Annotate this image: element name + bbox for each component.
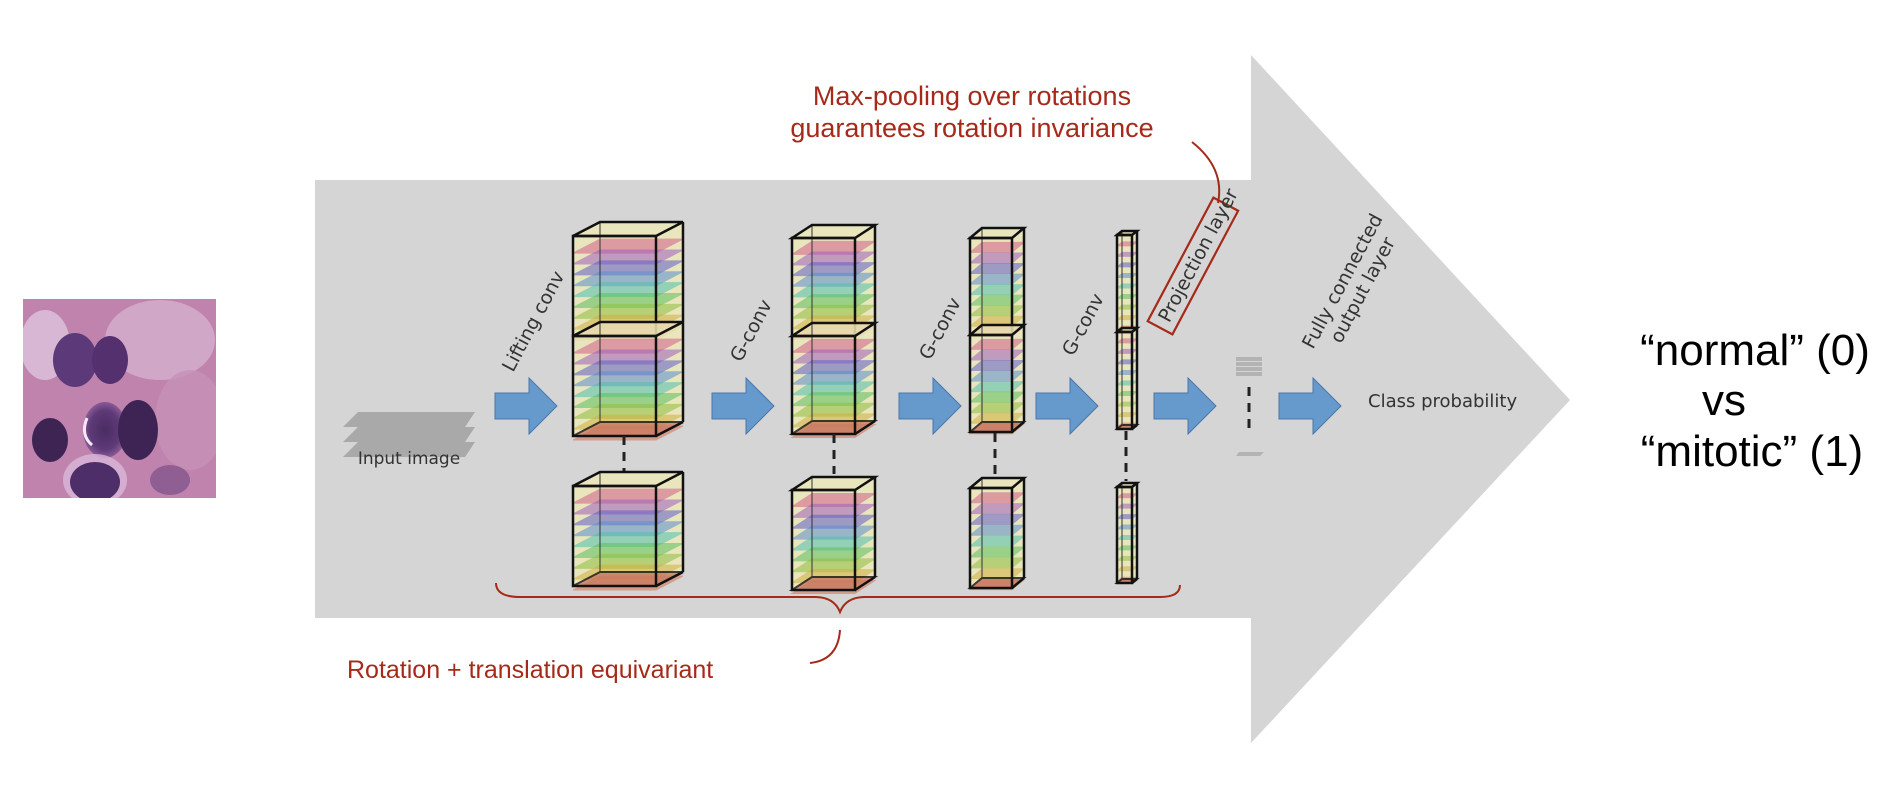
flow-arrow-icon <box>1035 376 1099 436</box>
input-image-stack-icon <box>343 412 475 457</box>
class-mitotic-label: “mitotic” (1) <box>1641 427 1863 476</box>
feature-tensor-gconv2-bottom <box>966 476 1028 591</box>
flow-arrow-icon <box>711 376 775 436</box>
flow-arrow-icon <box>1278 376 1342 436</box>
feature-tensor-lifting-top <box>571 220 685 341</box>
feature-tensor-gconv1-bottom <box>787 475 880 594</box>
equivariance-annotation: Rotation + translation equivariant <box>347 656 713 684</box>
maxpool-callout-line <box>1191 141 1221 204</box>
input-image-label: Input image <box>358 449 460 469</box>
pooled-features-icon <box>1236 357 1264 456</box>
feature-tensor-gconv2-top <box>966 226 1028 338</box>
flow-arrow-icon <box>494 376 558 436</box>
feature-tensor-lifting-bottom <box>571 470 685 591</box>
class-probability-label: Class probability <box>1368 391 1517 412</box>
feature-tensor-gconv2-mid <box>966 323 1028 435</box>
feature-tensor-gconv3-top <box>1113 229 1141 334</box>
class-vs-label: vs <box>1702 376 1746 425</box>
flow-arrow-icon <box>898 376 962 436</box>
equivariance-brace <box>495 582 1181 615</box>
class-normal-label: “normal” (0) <box>1640 326 1870 375</box>
flow-arrow-icon <box>1153 376 1217 436</box>
equivariance-callout-line <box>809 629 841 664</box>
feature-tensor-gconv3-bottom <box>1113 481 1141 585</box>
maxpool-annotation-line2: guarantees rotation invariance <box>790 113 1153 143</box>
histology-patch <box>23 299 216 498</box>
feature-tensor-lifting-mid <box>571 320 685 441</box>
maxpool-annotation-line1: Max-pooling over rotations <box>813 81 1131 111</box>
feature-tensor-gconv1-mid <box>787 321 880 439</box>
feature-tensor-gconv3-mid <box>1113 326 1141 431</box>
